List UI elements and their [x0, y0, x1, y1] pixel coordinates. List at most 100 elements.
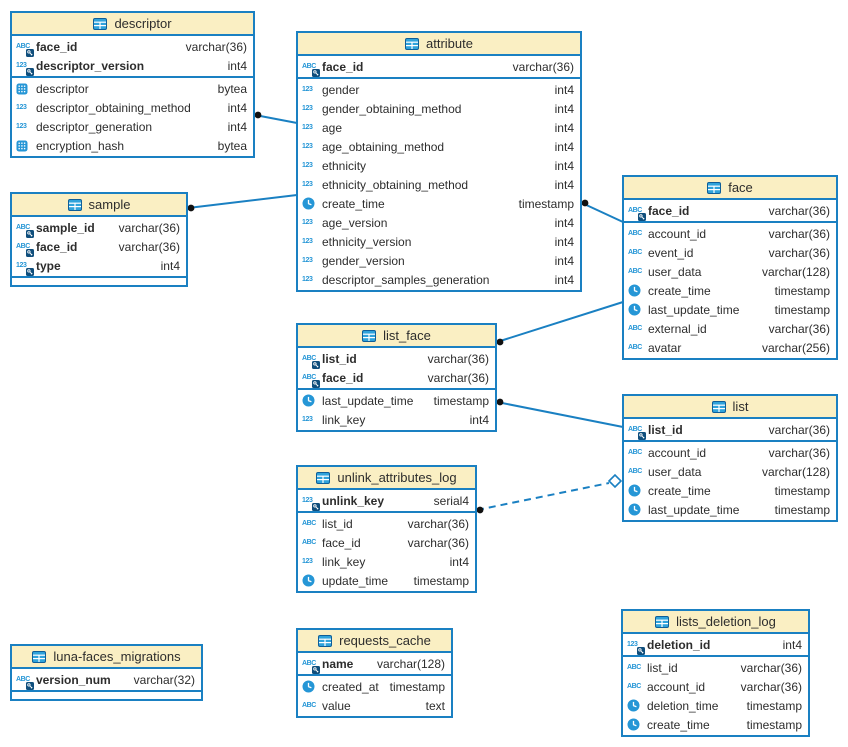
- table-header[interactable]: attribute: [298, 33, 580, 56]
- column-name: encryption_hash: [36, 138, 125, 153]
- column-name: account_id: [648, 445, 707, 460]
- table-header[interactable]: lists_deletion_log: [623, 611, 808, 634]
- relation-list_face-to-list[interactable]: [496, 401, 624, 428]
- column-type: varchar(36): [768, 203, 830, 218]
- table-header[interactable]: unlink_attributes_log: [298, 467, 475, 490]
- timestamp-clock-icon: [628, 503, 646, 517]
- table-title: requests_cache: [339, 633, 431, 648]
- table-header[interactable]: face: [624, 177, 836, 200]
- column-type: varchar(36): [768, 445, 830, 460]
- string-primary-key-icon: ABC: [16, 40, 34, 57]
- column-type: varchar(36): [768, 321, 830, 336]
- relation-descriptor-to-attribute[interactable]: [254, 114, 298, 124]
- column-type: timestamp: [389, 679, 445, 694]
- column-type: int4: [554, 272, 574, 287]
- string-primary-key-icon: ABC: [302, 657, 320, 674]
- column-type: varchar(36): [427, 351, 489, 366]
- table-header[interactable]: descriptor: [12, 13, 253, 36]
- table-header[interactable]: list: [624, 396, 836, 419]
- relation-sample-to-attribute[interactable]: [187, 194, 298, 209]
- relation-endpoint-dot: [187, 204, 195, 212]
- relation-attribute-to-face[interactable]: [581, 202, 624, 223]
- relation-list_face-to-face[interactable]: [496, 301, 624, 343]
- table-header[interactable]: luna-faces_migrations: [12, 646, 201, 669]
- column-name: deletion_time: [647, 698, 719, 713]
- column-name: link_key: [322, 412, 366, 427]
- table-title: descriptor: [114, 16, 172, 31]
- column-name: face_id: [322, 59, 364, 74]
- column-name: list_id: [322, 351, 357, 366]
- relation-unlink_attributes_log-to-list[interactable]: [476, 482, 610, 511]
- table-header[interactable]: list_face: [298, 325, 495, 348]
- column-name: unlink_key: [322, 493, 385, 508]
- table-header[interactable]: requests_cache: [298, 630, 451, 653]
- column-name: gender_obtaining_method: [322, 101, 462, 116]
- column-type: varchar(36): [740, 660, 802, 675]
- table-header[interactable]: sample: [12, 194, 186, 217]
- relation-endpoint-dot: [254, 111, 262, 119]
